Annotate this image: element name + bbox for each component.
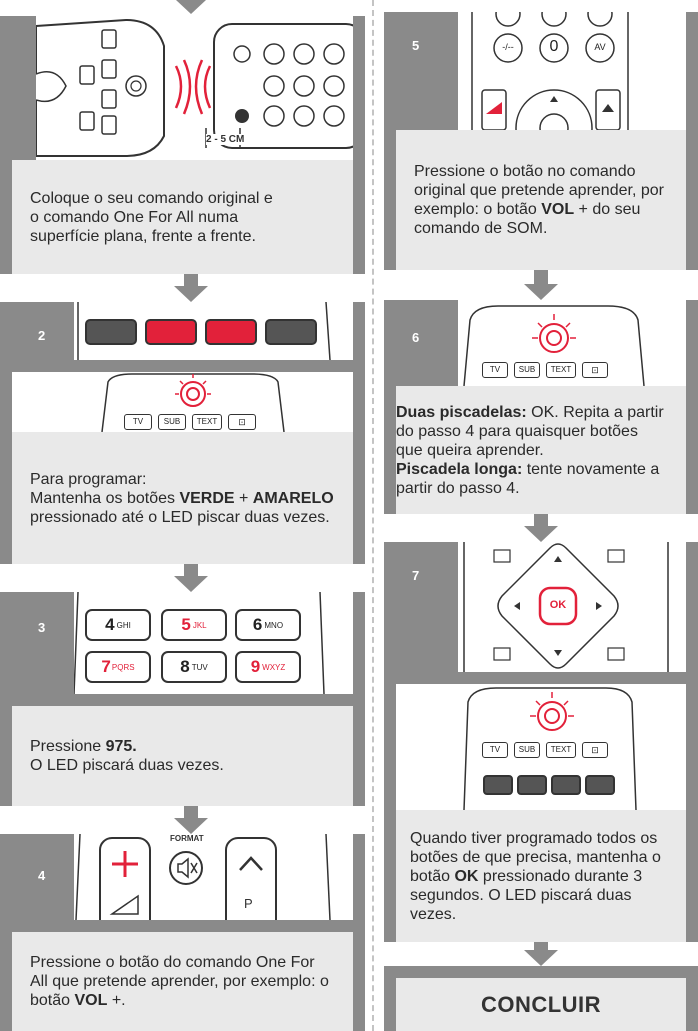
dpad-illustration [463, 542, 669, 672]
step-3-instruction: Pressione 975. O LED piscará duas vezes. [12, 706, 353, 806]
text-key: TEXT [546, 362, 576, 378]
tv-key: TV [482, 742, 508, 758]
step-5-original-remote: -/-- 0 AV [458, 12, 686, 130]
conclude-box: CONCLUIR [384, 966, 698, 1031]
tv-key: TV [124, 414, 152, 430]
step-1-instruction: Coloque o seu comando original e o coman… [12, 160, 353, 274]
text-key: TEXT [192, 414, 222, 430]
instruction-text: Coloque o seu comando original e o coman… [30, 189, 273, 245]
led-illustration [101, 373, 285, 432]
step-7-instruction: Quando tiver programado todos os botões … [396, 810, 686, 942]
step-number: 6 [412, 330, 420, 345]
instruction-text: Pressione o botão no comando original qu… [414, 163, 664, 237]
step-6-card: 6 TV SUB TEXT ⊡ Duas piscadelas: OK. Rep… [384, 300, 698, 514]
step-5-card: 5 -/-- 0 AV Pressione o botão no comando… [384, 12, 698, 270]
instruction-text: Pressione o botão do comando One For All… [30, 954, 329, 1009]
step-7-dpad: OK [458, 542, 686, 672]
input-key-icon: ⊡ [228, 414, 256, 430]
sub-key: SUB [158, 414, 186, 430]
conclude-label: CONCLUIR [396, 978, 686, 1031]
instruction-text: Pressione 975. O LED piscará duas vezes. [30, 738, 224, 774]
p-key-label: P [244, 896, 253, 911]
step-4-volume-keys: FORMAT P [74, 834, 353, 920]
down-arrow [524, 942, 558, 966]
step-7-card: 7 OK [384, 542, 698, 942]
step-1-illustration: 2 - 5 CM [36, 16, 353, 160]
down-arrow [174, 274, 208, 302]
instruction-text: Duas piscadelas: OK. Repita a partir do … [396, 403, 664, 497]
remotes-facing-illustration [36, 18, 353, 157]
step-1-card: 1 [0, 16, 365, 274]
step-number: 1 [40, 38, 48, 53]
column-divider [372, 0, 374, 1031]
keypad-illustration [74, 592, 325, 694]
instruction-text: Para programar: Mantenha os botões VERDE… [30, 470, 334, 526]
input-key-icon: ⊡ [582, 742, 608, 758]
instruction-text: Quando tiver programado todos os botões … [410, 829, 661, 923]
color-buttons-illustration [77, 302, 331, 360]
down-arrow [174, 564, 208, 592]
down-arrow [174, 806, 208, 834]
ok-key: OK [549, 599, 567, 611]
led-blink-illustration [463, 305, 645, 386]
step-6-led: TV SUB TEXT ⊡ [458, 300, 686, 386]
input-key-icon: ⊡ [582, 362, 608, 378]
sub-key: SUB [514, 742, 540, 758]
step-4-instruction: Pressione o botão do comando One For All… [12, 932, 353, 1031]
step-6-instruction: Duas piscadelas: OK. Repita a partir do … [396, 386, 686, 514]
distance-label: 2 - 5 CM [206, 134, 245, 145]
step-5-instruction: Pressione o botão no comando original qu… [396, 130, 686, 270]
step-2-card: 2 TV SUB TEXT ⊡ Para programar: Mantenha… [0, 302, 365, 564]
step-2-led-keys: TV SUB TEXT ⊡ [12, 372, 353, 432]
step-number: 2 [38, 328, 46, 343]
down-arrow [524, 514, 558, 542]
step-4-card: 4 FORMAT P Pressione o botão do comando … [0, 834, 365, 1031]
tv-key: TV [482, 362, 508, 378]
top-arrow [176, 0, 206, 14]
step-2-instruction: Para programar: Mantenha os botões VERDE… [12, 432, 353, 564]
zero-key: 0 [549, 38, 559, 55]
step-7-led-colors: TV SUB TEXT ⊡ [396, 684, 686, 810]
led-color-keys-illustration [463, 687, 637, 810]
text-key: TEXT [546, 742, 576, 758]
format-label: FORMAT [170, 834, 204, 843]
step-number: 7 [412, 568, 420, 583]
original-remote-illustration [471, 12, 629, 130]
volume-illustration [75, 834, 331, 920]
step-number: 5 [412, 38, 420, 53]
step-2-color-keys [74, 302, 353, 360]
sub-key: SUB [514, 362, 540, 378]
dash-key: -/-- [502, 42, 514, 52]
av-key: AV [594, 42, 606, 52]
down-arrow [524, 270, 558, 300]
step-number: 4 [38, 868, 46, 883]
step-number: 3 [38, 620, 46, 635]
